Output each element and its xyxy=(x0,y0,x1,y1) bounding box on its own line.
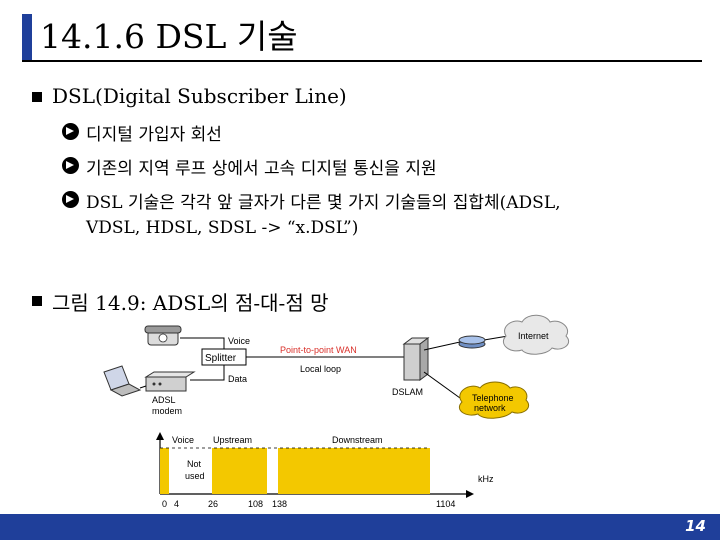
adsl-label: ADSL xyxy=(152,395,176,405)
voice-label: Voice xyxy=(228,336,250,346)
band-upstream-label: Upstream xyxy=(213,435,252,445)
tick-1104: 1104 xyxy=(436,499,455,509)
square-bullet-icon xyxy=(32,92,42,102)
band-downstream-label: Downstream xyxy=(332,435,383,445)
router-internet-line xyxy=(483,335,509,341)
sub-item-3: DSL 기술은 각각 앞 글자가 다른 몇 가지 기술들의 집합체(ADSL, xyxy=(86,193,561,213)
dslam-label: DSLAM xyxy=(392,387,423,397)
bullet-figure: 그림 14.9: ADSL의 점-대-점 망 xyxy=(52,291,329,315)
sub-item-2: 기존의 지역 루프 상에서 고속 디지털 통신을 지원 xyxy=(86,159,437,179)
tick-26: 26 xyxy=(208,499,218,509)
dslam-telnet-line xyxy=(423,371,461,399)
downstream-band xyxy=(278,448,430,494)
tick-138: 138 xyxy=(272,499,287,509)
tick-108: 108 xyxy=(248,499,263,509)
laptop-cable xyxy=(139,385,147,389)
band-voice-label: Voice xyxy=(172,435,194,445)
data-label: Data xyxy=(228,374,247,384)
internet-label: Internet xyxy=(518,331,549,341)
local-loop-label: Local loop xyxy=(300,364,341,374)
telephone-network-cloud xyxy=(458,381,530,419)
laptop-icon xyxy=(103,365,142,397)
data-line xyxy=(190,365,225,381)
telephone-label: Telephone xyxy=(472,393,514,403)
upstream-band xyxy=(212,448,267,494)
not-used-label-2: used xyxy=(185,471,205,481)
tick-4: 4 xyxy=(174,499,179,509)
khz-label: kHz xyxy=(478,474,494,484)
dslam-router-line xyxy=(423,341,461,351)
sub-item-1: 디지털 가입자 회선 xyxy=(86,125,222,145)
x-axis-arrow-icon xyxy=(466,490,474,498)
slide-title: 14.1.6 DSL 기술 xyxy=(40,17,298,56)
tick-0: 0 xyxy=(162,499,167,509)
adsl-modem-icon xyxy=(144,371,196,392)
network-label: network xyxy=(474,403,506,413)
footer-bar: 14 xyxy=(0,514,720,540)
page-number: 14 xyxy=(685,517,706,535)
arrow-bullet-icon xyxy=(62,157,79,174)
internet-cloud xyxy=(502,314,570,355)
ptp-wan-label: Point-to-point WAN xyxy=(280,345,357,355)
voice-band xyxy=(160,448,169,494)
square-bullet-icon xyxy=(32,296,42,306)
sub-item-3-cont: VDSL, HDSL, SDSL -> “x.DSL”) xyxy=(86,218,359,238)
bullet-dsl: DSL(Digital Subscriber Line) xyxy=(52,84,347,108)
title-accent-bar xyxy=(22,14,32,60)
voice-line xyxy=(180,337,225,349)
router-icon xyxy=(458,335,486,349)
not-used-label-1: Not xyxy=(187,459,202,469)
modem-label: modem xyxy=(152,406,182,416)
arrow-bullet-icon xyxy=(62,123,79,140)
y-axis-arrow-icon xyxy=(156,432,164,440)
dslam-server-icon xyxy=(402,337,430,381)
telephone-icon xyxy=(144,325,182,346)
title-rule xyxy=(22,60,702,62)
arrow-bullet-icon xyxy=(62,191,79,208)
splitter-label: Splitter xyxy=(205,353,237,364)
